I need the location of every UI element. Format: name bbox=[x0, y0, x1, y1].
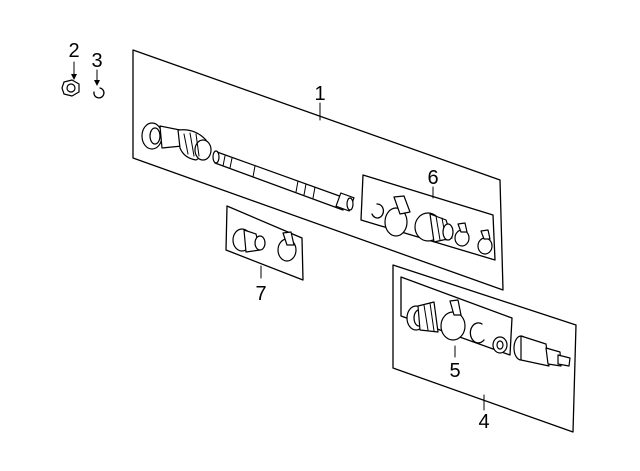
callout-5: 5 bbox=[449, 360, 460, 382]
washer bbox=[492, 336, 508, 354]
panel-7-outer-boot-kit: 7 bbox=[225, 205, 304, 305]
callout-6: 6 bbox=[427, 167, 438, 189]
part-3-snap-ring: 3 bbox=[91, 50, 105, 99]
small-clamp-a bbox=[454, 222, 470, 247]
inner-cv-housing bbox=[513, 335, 571, 367]
outer-cv-joint bbox=[141, 122, 212, 161]
callout-3: 3 bbox=[91, 50, 102, 72]
inner-boot bbox=[406, 301, 439, 333]
small-clamp-b bbox=[477, 229, 493, 255]
callout-2: 2 bbox=[68, 40, 79, 62]
callout-1: 1 bbox=[314, 83, 325, 105]
clip-ring bbox=[371, 203, 385, 219]
callout-7: 7 bbox=[255, 283, 266, 305]
outer-boot bbox=[232, 228, 266, 253]
panel-4-inner-joint-assembly: 4 bbox=[392, 264, 577, 433]
cv-boot bbox=[414, 212, 454, 243]
boot-band bbox=[440, 299, 466, 341]
panel-6-inner-boot-kit: 6 bbox=[360, 167, 496, 261]
axle-shaft bbox=[212, 150, 355, 212]
panel-1-axle-shaft-assembly: 1 bbox=[132, 49, 504, 291]
boot-clamp bbox=[277, 231, 297, 262]
snap-ring bbox=[469, 322, 485, 344]
panel-5-inner-boot-kit: 5 bbox=[400, 276, 513, 382]
part-2-axle-nut: 2 bbox=[61, 40, 80, 97]
large-clamp bbox=[384, 195, 411, 237]
callout-4: 4 bbox=[478, 411, 489, 433]
